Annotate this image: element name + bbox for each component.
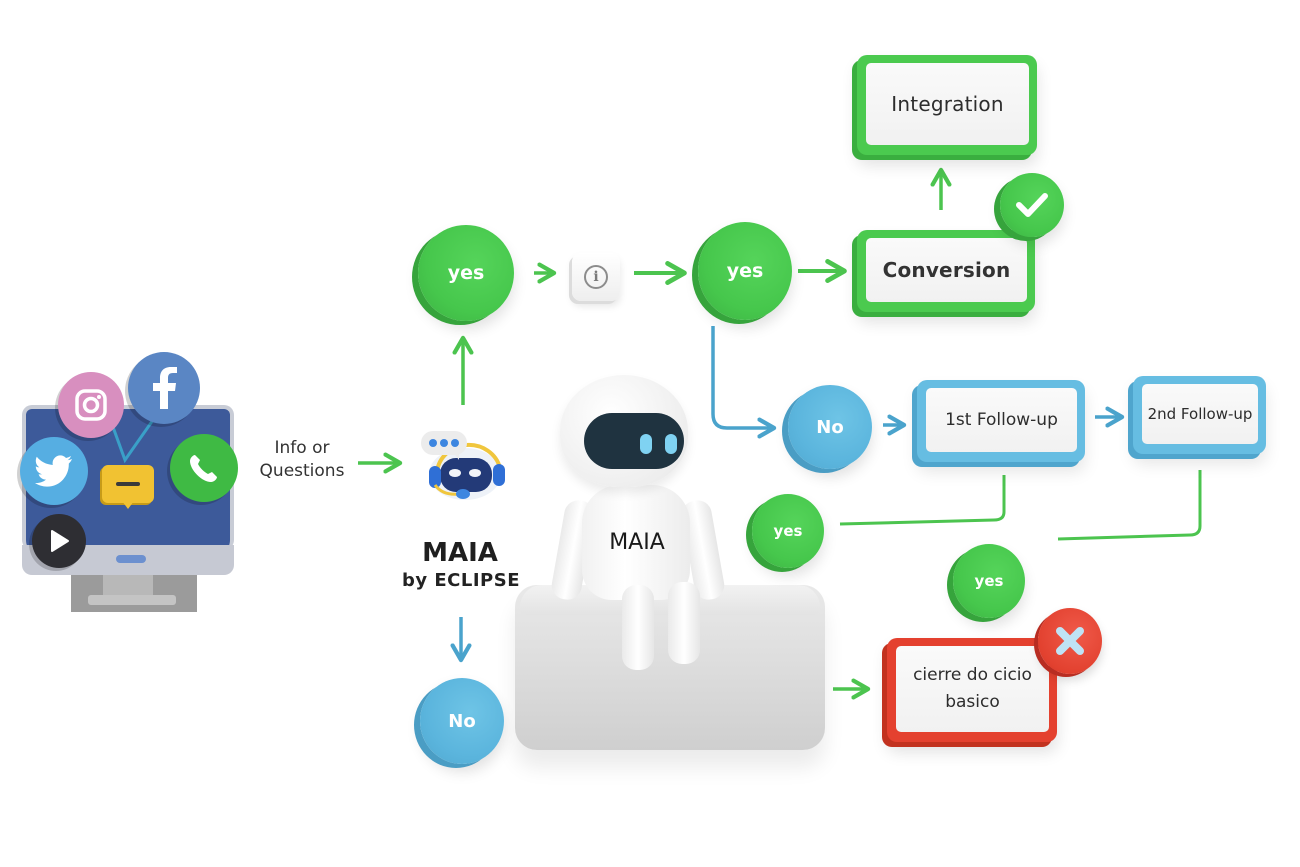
facebook-icon: [128, 352, 200, 424]
integration-label: Integration: [891, 92, 1004, 116]
info-icon-glyph: i: [593, 269, 599, 285]
robot-right-leg: [668, 582, 700, 664]
arrow-yes-to-no: [711, 326, 777, 439]
whatsapp-icon: [170, 434, 238, 502]
close-cycle-node[interactable]: cierre do cicio basico: [887, 638, 1057, 742]
second-followup-label: 2nd Follow-up: [1147, 405, 1253, 423]
yes-node-2[interactable]: yes: [698, 222, 792, 320]
conversion-label: Conversion: [882, 258, 1011, 282]
no-node-followup-label: No: [816, 416, 844, 438]
yes-node-from-second-followup[interactable]: yes: [953, 544, 1025, 618]
connector-first-followup-to-yes: [839, 475, 1006, 526]
robot-left-leg: [622, 585, 654, 670]
success-check-icon: [1000, 173, 1064, 237]
twitter-icon: [20, 437, 88, 505]
yes-node-from-first-followup-label: yes: [773, 522, 803, 540]
monitor-led: [116, 555, 146, 563]
robot-chest-label: MAIA: [609, 530, 665, 555]
connector-second-followup-to-yes: [1057, 470, 1202, 541]
input-label-line1: Info or: [274, 438, 330, 458]
play-icon: [32, 514, 86, 568]
robot-right-eye: [665, 434, 677, 454]
input-label: Info or Questions: [250, 437, 354, 483]
no-node-bottom-label: No: [448, 710, 476, 732]
close-cycle-label-line1: cierre do cicio: [913, 665, 1032, 685]
info-icon: i: [584, 265, 608, 289]
robot-left-eye: [640, 434, 652, 454]
monitor-base: [88, 595, 176, 605]
yes-node-from-first-followup[interactable]: yes: [752, 494, 824, 568]
yes-node-2-label: yes: [726, 260, 764, 282]
fail-x-icon: [1038, 608, 1102, 674]
yes-node-1-label: yes: [447, 262, 485, 284]
yes-node-from-second-followup-label: yes: [974, 572, 1004, 590]
yes-node-1[interactable]: yes: [418, 225, 514, 321]
no-node-bottom[interactable]: No: [420, 678, 504, 764]
conversion-node[interactable]: Conversion: [857, 230, 1035, 312]
input-label-line2: Questions: [259, 461, 345, 481]
assistant-name: MAIA: [422, 538, 498, 568]
close-cycle-label-line2: basico: [945, 692, 1000, 712]
robot-body: [582, 485, 690, 600]
info-node[interactable]: i: [572, 253, 620, 301]
first-followup-node[interactable]: 1st Follow-up: [917, 380, 1085, 462]
chat-bubble-icon: [102, 465, 154, 509]
integration-node[interactable]: Integration: [857, 55, 1037, 155]
assistant-bot-icon: [421, 431, 505, 500]
no-node-followup[interactable]: No: [788, 385, 872, 469]
assistant-byline: by ECLIPSE: [401, 570, 520, 591]
second-followup-node[interactable]: 2nd Follow-up: [1133, 376, 1266, 454]
instagram-icon: [58, 372, 124, 438]
first-followup-label: 1st Follow-up: [945, 410, 1058, 430]
